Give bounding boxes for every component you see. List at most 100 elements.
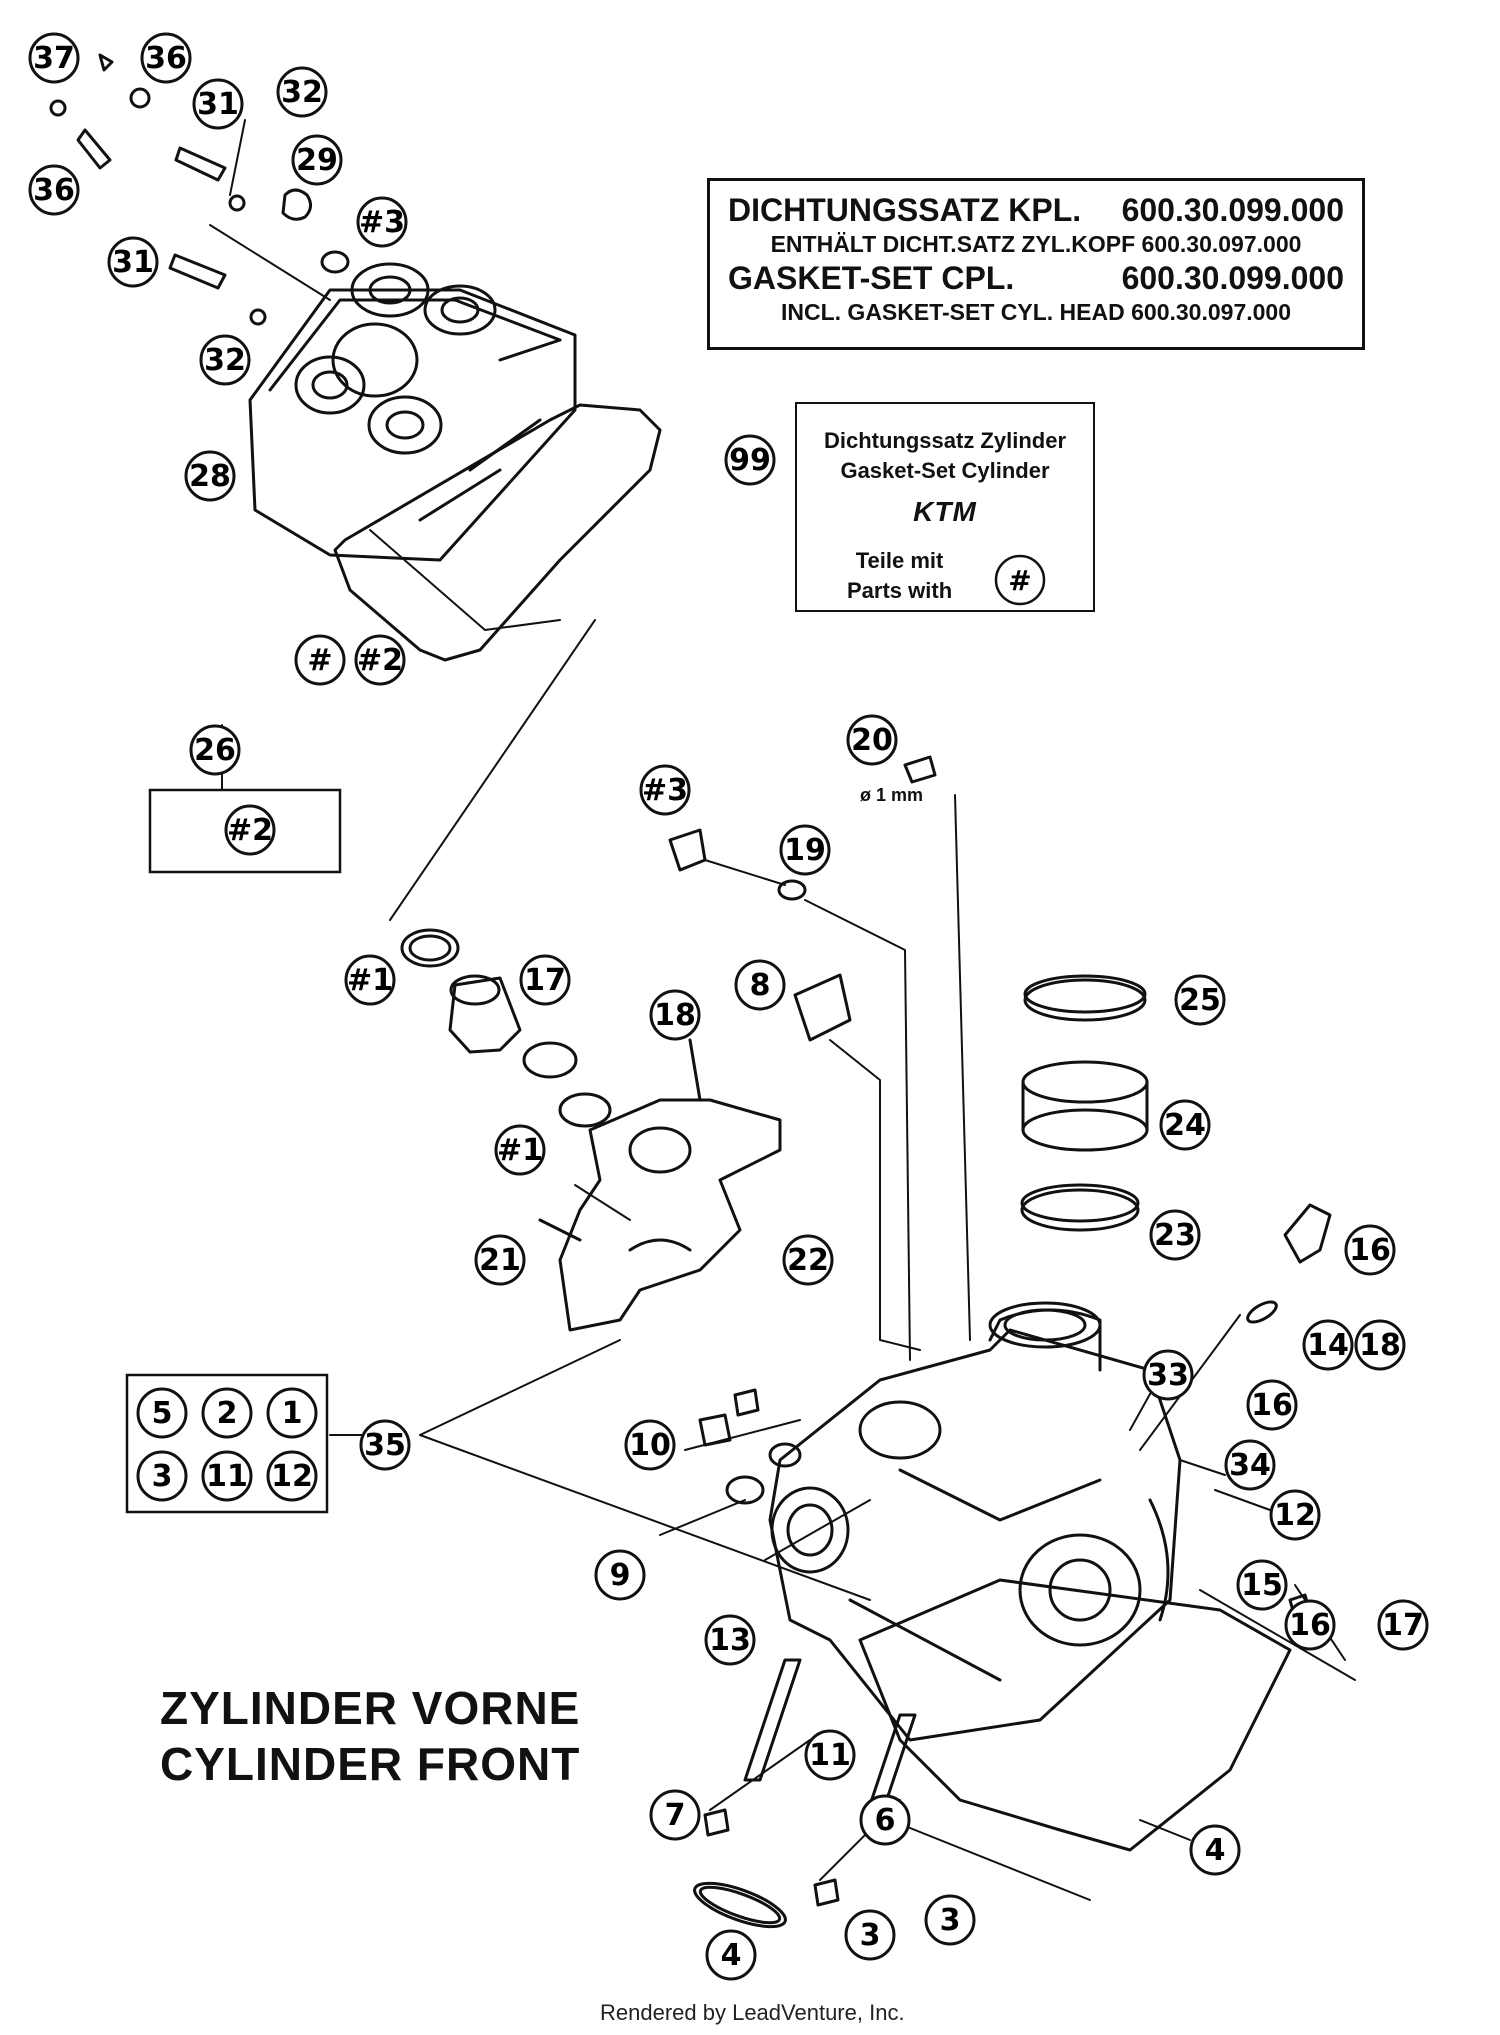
- info-line1-label: DICHTUNGSSATZ KPL.: [728, 192, 1082, 228]
- studs-and-nuts: [693, 1658, 917, 1929]
- callout-circle-20: [649, 989, 701, 1041]
- callout-circle-4: [107, 236, 159, 288]
- kit-line1: Dichtungssatz Zylinder: [823, 428, 1067, 453]
- diagram-title: ZYLINDER VORNE CYLINDER FRONT: [160, 1680, 580, 1792]
- callout-label-48: 1: [282, 1396, 303, 1431]
- callout-label-8: #3: [359, 205, 405, 240]
- callout-label-27: 22: [787, 1243, 829, 1278]
- nut-13b: [733, 1388, 760, 1417]
- callout-label-47: 2: [217, 1396, 238, 1431]
- callout-label-28: 16: [1349, 1233, 1391, 1268]
- callout-label-51: 12: [271, 1459, 313, 1494]
- callout-circle-9: [184, 450, 236, 502]
- callout-label-6: 32: [204, 343, 246, 378]
- callout-circle-46: [136, 1387, 188, 1439]
- callout-circle-38: [804, 1729, 856, 1781]
- top-small-parts: [49, 53, 350, 326]
- filter-parts: [400, 928, 612, 1128]
- callout-label-35: 13: [709, 1623, 751, 1658]
- callout-label-16: #3: [642, 773, 688, 808]
- info-line1-number: 600.30.099.000: [1121, 192, 1344, 228]
- callout-circle-17: [779, 824, 831, 876]
- callout-label-32: 12: [1274, 1498, 1316, 1533]
- callout-circle-31: [1224, 1439, 1276, 1491]
- callout-circle-11: [354, 634, 406, 686]
- callout-label-33: 10: [629, 1428, 671, 1463]
- callout-label-22: 25: [1179, 983, 1221, 1018]
- title-line2: CYLINDER FRONT: [160, 1738, 581, 1790]
- parts-symbol-badge: #: [994, 554, 1046, 606]
- callout-circle-10: [294, 634, 346, 686]
- callout-circle-45: [359, 1419, 411, 1471]
- footer-credit: Rendered by LeadVenture, Inc.: [600, 2000, 905, 2025]
- callout-circle-40: [649, 1789, 701, 1841]
- bush-18: [793, 973, 852, 1042]
- callout-label-13: 26: [194, 733, 236, 768]
- callout-label-11: #2: [357, 643, 403, 678]
- callout-circle-2: [28, 164, 80, 216]
- washer-15a: [725, 1475, 765, 1505]
- callout-label-25: 23: [1154, 1218, 1196, 1253]
- callout-circle-12: [724, 434, 776, 486]
- callout-label-49: 3: [152, 1459, 173, 1494]
- callout-circle-19: [734, 959, 786, 1011]
- callout-label-3: 31: [197, 87, 239, 122]
- washer-20: [777, 879, 807, 901]
- callout-circle-37: [1284, 1599, 1336, 1651]
- callout-label-24: 24: [1164, 1108, 1206, 1143]
- callout-label-31: 34: [1229, 1448, 1271, 1483]
- callout-label-39: 6: [875, 1803, 896, 1838]
- callout-label-37: 16: [1289, 1608, 1331, 1643]
- callout-label-38: 11: [809, 1738, 851, 1773]
- callout-label-5: 32: [281, 75, 323, 110]
- callout-circle-25: [1149, 1209, 1201, 1261]
- kit-line2: Gasket-Set Cylinder: [840, 458, 1050, 483]
- cylinder-head-gasket: [858, 1578, 1292, 1852]
- reference-line: [1199, 1589, 1356, 1681]
- callout-circle-54: [1354, 1319, 1406, 1371]
- callout-label-41: 3: [860, 1918, 881, 1953]
- callout-circle-18: [846, 714, 898, 766]
- callout-label-9: 28: [189, 459, 231, 494]
- callout-label-34: 9: [610, 1558, 631, 1593]
- callout-label-2: 36: [33, 173, 75, 208]
- callout-label-12: 99: [729, 443, 771, 478]
- callout-label-54: 18: [1359, 1328, 1401, 1363]
- callout-label-52: 16: [1251, 1388, 1293, 1423]
- callout-label-19: 8: [750, 968, 771, 1003]
- callout-label-30: 33: [1147, 1358, 1189, 1393]
- callout-circle-28: [1344, 1224, 1396, 1276]
- callout-label-20: 18: [654, 998, 696, 1033]
- gasket-kit-box: Dichtungssatz Zylinder Gasket-Set Cylind…: [795, 402, 1095, 612]
- callout-label-7: 29: [296, 143, 338, 178]
- callout-circle-44: [1189, 1824, 1241, 1876]
- callout-circle-36: [1236, 1559, 1288, 1611]
- callout-label-14: #1: [347, 963, 393, 998]
- nut-13a: [698, 1413, 732, 1447]
- callout-label-50: 11: [206, 1459, 248, 1494]
- callout-label-1: 36: [145, 41, 187, 76]
- callout-circle-34: [594, 1549, 646, 1601]
- callout-label-36: 15: [1241, 1568, 1283, 1603]
- callout-circle-3: [192, 78, 244, 130]
- callout-label-23: #1: [497, 1133, 543, 1168]
- kit-group-box-26: [148, 788, 342, 874]
- callout-circle-24: [1159, 1099, 1211, 1151]
- callout-label-42: 3: [940, 1903, 961, 1938]
- callout-circle-8: [356, 196, 408, 248]
- callout-circle-1: [140, 32, 192, 84]
- sensor-33: [1283, 1203, 1332, 1264]
- leader-lines: [209, 119, 1346, 1901]
- callout-circle-30: [1142, 1349, 1194, 1401]
- callout-circle-7: [291, 134, 343, 186]
- parts-line1: Teile mit: [855, 548, 944, 573]
- callout-circle-0: [28, 32, 80, 84]
- callout-circle-52: [1246, 1379, 1298, 1431]
- callout-label-53: 17: [1382, 1608, 1424, 1643]
- callout-circle-43: [705, 1929, 757, 1981]
- callout-circle-22: [1174, 974, 1226, 1026]
- callout-label-40: 7: [665, 1798, 686, 1833]
- dimension-note: ø 1 mm: [860, 785, 924, 805]
- callout-label-43: 4: [721, 1938, 742, 1973]
